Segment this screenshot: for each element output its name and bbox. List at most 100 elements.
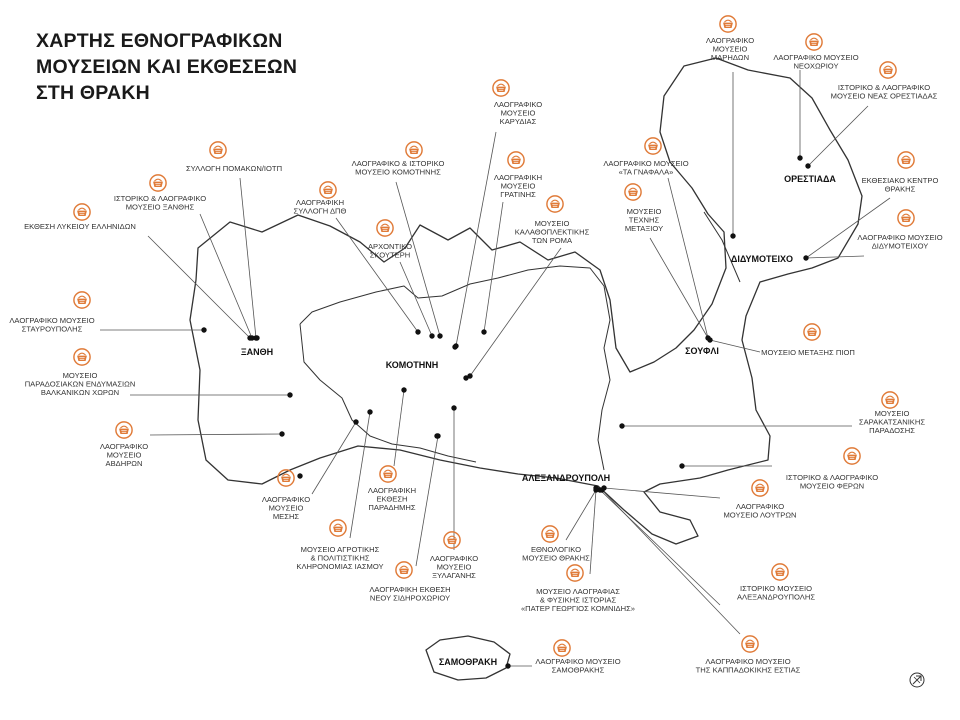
map-title-line-3: ΣΤΗ ΘΡΑΚΗ <box>36 82 150 104</box>
samothraki-island <box>425 635 511 681</box>
museum-label-line: ΜΟΥΣΕΙΟ ΞΑΝΘΗΣ <box>126 203 195 212</box>
museum-basket-icon <box>546 195 564 213</box>
museum-label-line: ΜΟΥΣΕΙΟ <box>107 451 142 460</box>
museum-label-line: ΛΑΟΓΡΑΦΙΚΟ ΜΟΥΣΕΙΟ <box>9 316 94 325</box>
museum-label-line: ΜΑΡΗΔΩΝ <box>711 53 749 62</box>
museum-label-line: ΜΟΥΣΕΙΟ <box>63 371 98 380</box>
leader-line-pomakon <box>239 177 257 339</box>
prefecture-border-evros <box>597 285 611 471</box>
museum-label-line: ΓΡΑΤΙΝΗΣ <box>500 190 536 199</box>
museum-label-line: ΛΑΟΓΡΑΦΙΚΟ <box>262 495 310 504</box>
museum-label-line: ΜΟΥΣΕΙΟ <box>437 563 472 572</box>
museum-basket-icon <box>209 141 227 159</box>
museum-basket-icon <box>541 525 559 543</box>
leader-line-ethnological <box>565 489 597 541</box>
museum-entry-lykeio[interactable]: ΕΚΘΕΣΗ ΛΥΚΕΙΟΥ ΕΛΛΗΝΙΔΩΝ <box>24 203 136 231</box>
museum-label-line: ΙΣΤΟΡΙΚΟ & ΛΑΟΓΡΑΦΙΚΟ <box>786 473 878 482</box>
compass-icon <box>909 672 925 688</box>
museum-entry-metaxis-piop[interactable]: ΜΟΥΣΕΙΟ ΜΕΤΑΞΗΣ ΠΙΟΠ <box>761 323 855 357</box>
museum-label-line: ΠΑΡΑΔΟΣΗΣ <box>869 426 915 435</box>
museum-label-line: ΛΑΟΓΡΑΦΙΚΟ ΜΟΥΣΕΙΟ <box>773 53 858 62</box>
town-label-alexandroupoli: ΑΛΕΞΑΝΔΡΟΥΠΟΛΗ <box>522 473 610 483</box>
museum-label-line: ΛΑΟΓΡΑΦΙΚΟ ΜΟΥΣΕΙΟ <box>705 657 790 666</box>
museum-entry-gnafala[interactable]: ΛΑΟΓΡΑΦΙΚΟ ΜΟΥΣΕΙΟ«ΤΑ ΓΝΑΦΑΛΑ» <box>603 137 689 177</box>
museum-label-line: ΑΛΕΞΑΝΔΡΟΥΠΟΛΗΣ <box>737 593 815 602</box>
museum-basket-icon <box>149 174 167 192</box>
museum-entry-pomakon[interactable]: ΣΥΛΛΟΓΗ ΠΟΜΑΚΩΝ/ΙΟΤΠ <box>186 141 282 173</box>
location-dot-dpth <box>415 329 421 335</box>
museum-label: ΜΟΥΣΕΙΟ ΛΑΟΓΡΑΦΙΑΣ& ΦΥΣΙΚΗΣ ΙΣΤΟΡΙΑΣ«ΠΑΤ… <box>521 587 635 613</box>
leader-line-gnafala <box>667 177 709 339</box>
leader-line-xanthi-hist <box>199 213 253 339</box>
location-dot-roma <box>467 373 473 379</box>
museum-label-line: ΑΡΧΟΝΤΙΚΟ <box>368 242 412 251</box>
museum-label-line: ΜΟΥΣΕΙΟ ΚΟΜΟΤΗΝΗΣ <box>355 168 441 177</box>
town-label-komotini: ΚΟΜΟΤΗΝΗ <box>386 360 439 370</box>
museum-basket-icon <box>624 183 642 201</box>
museum-basket-icon <box>329 519 347 537</box>
museum-label-line: ΕΚΘΕΣΗ <box>376 495 407 504</box>
museum-label-line: ΘΡΑΚΗΣ <box>885 185 916 194</box>
town-dot-alexandroupoli <box>593 485 599 491</box>
museum-label-line: ΣΤΑΥΡΟΥΠΟΛΗΣ <box>22 325 83 334</box>
museum-label: ΜΟΥΣΕΙΟ ΜΕΤΑΞΗΣ ΠΙΟΠ <box>761 348 855 357</box>
museum-label-line: ΕΘΝΟΛΟΓΙΚΟ <box>531 545 581 554</box>
map-title-line-1: ΧΑΡΤΗΣ ΕΘΝΟΓΡΑΦΙΚΩΝ <box>36 30 283 52</box>
museum-basket-icon <box>879 61 897 79</box>
leader-line-roma <box>469 247 562 377</box>
museum-label-line: ΜΟΥΣΕΙΟ <box>875 409 910 418</box>
museum-basket-icon <box>897 151 915 169</box>
location-dot-metaxis-piop <box>707 337 713 343</box>
museum-label-line: ΑΒΔΗΡΩΝ <box>106 459 143 468</box>
museum-basket-icon <box>566 564 584 582</box>
museum-label-line: ΛΑΟΓΡΑΦΙΚΟ ΜΟΥΣΕΙΟ <box>857 233 942 242</box>
town-label-didymoteicho: ΔΙΔΥΜΟΤΕΙΧΟ <box>731 254 793 264</box>
town-label-orestiada: ΟΡΕΣΤΙΑΔΑ <box>784 174 836 184</box>
museum-label-line: ΛΑΟΓΡΑΦΙΚΟ <box>100 442 148 451</box>
museum-basket-icon <box>319 181 337 199</box>
leader-lines <box>100 70 891 667</box>
museum-label-line: ΜΟΥΣΕΙΟ ΜΕΤΑΞΗΣ ΠΙΟΠ <box>761 348 855 357</box>
museum-entry-komnidis[interactable]: ΜΟΥΣΕΙΟ ΛΑΟΓΡΑΦΙΑΣ& ΦΥΣΙΚΗΣ ΙΣΤΟΡΙΑΣ«ΠΑΤ… <box>521 564 635 613</box>
